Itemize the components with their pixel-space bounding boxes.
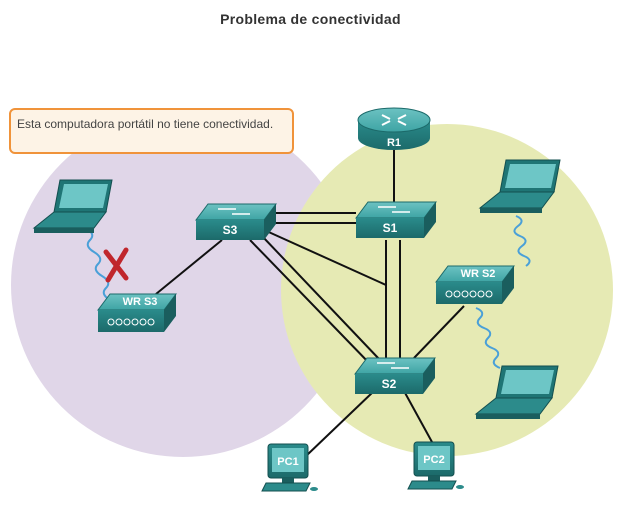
switch-label: S2 xyxy=(382,377,397,391)
wireless-router-label: WR S2 xyxy=(461,268,496,280)
port-leds-icon xyxy=(107,318,155,326)
wireless-router-label: WR S3 xyxy=(123,296,158,308)
laptop-disconnected[interactable] xyxy=(32,179,113,233)
wireless-router-wrs3[interactable]: WR S3 xyxy=(97,293,177,332)
router-arrows-icon xyxy=(381,114,407,126)
link-wrs2-s2 xyxy=(413,305,465,359)
laptop-top-right[interactable] xyxy=(478,159,561,213)
network-links xyxy=(155,150,465,457)
switch-s3[interactable]: S3 xyxy=(195,203,277,240)
switch-arrows-icon xyxy=(377,362,409,369)
link-s3-s2 xyxy=(261,235,381,361)
callout-note: Esta computadora portátil no tiene conec… xyxy=(9,108,294,154)
port-leds-icon xyxy=(445,290,493,298)
diagram-title: Problema de conectividad xyxy=(220,11,401,27)
wireless-signal-wrs2-top xyxy=(513,215,531,267)
link-s2-pc1 xyxy=(305,390,375,457)
switch-arrows-icon xyxy=(218,208,250,215)
pc-label: PC1 xyxy=(277,456,298,468)
wireless-signal-wrs3 xyxy=(85,227,111,301)
link-s3-wrs3 xyxy=(155,239,223,295)
switch-s1[interactable]: S1 xyxy=(355,201,437,238)
switch-label: S3 xyxy=(223,223,238,237)
x-mark-icon xyxy=(103,247,129,283)
link-s3-s1-cross xyxy=(261,228,387,286)
pc-label: PC2 xyxy=(423,454,444,466)
router-label: R1 xyxy=(387,137,401,149)
laptop-bottom-right[interactable] xyxy=(474,365,559,419)
router-r1[interactable]: R1 xyxy=(357,107,431,150)
pc-pc2[interactable]: PC2 xyxy=(407,441,464,490)
wireless-signal-wrs2-bottom xyxy=(475,307,501,369)
switch-s2[interactable]: S2 xyxy=(354,357,436,394)
link-s3-s2 xyxy=(249,239,373,367)
switch-label: S1 xyxy=(383,221,398,235)
wireless-router-wrs2[interactable]: WR S2 xyxy=(435,265,515,304)
switch-arrows-icon xyxy=(378,206,410,213)
pc-pc1[interactable]: PC1 xyxy=(261,443,318,492)
link-s2-pc2 xyxy=(403,390,433,443)
